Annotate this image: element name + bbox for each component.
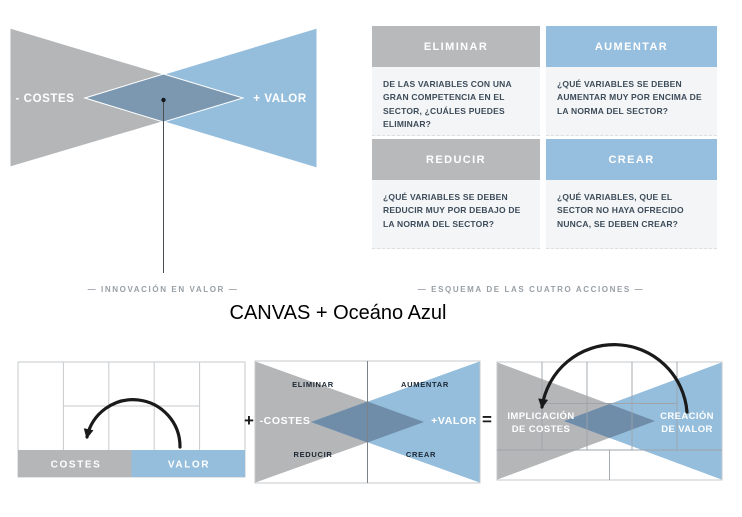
pointer-dot bbox=[161, 97, 166, 103]
costes-cell-label: COSTES bbox=[51, 460, 102, 471]
reducir-label: REDUCIR bbox=[293, 450, 332, 459]
four-actions-cell-reducir: REDUCIR ¿QUÉ VARIABLES SE DEBEN REDUCIR … bbox=[372, 139, 540, 249]
bowtie-cost-label: -COSTES bbox=[260, 415, 311, 427]
creacion-label-line1: CREACIÓN bbox=[660, 410, 714, 422]
valor-cell-label: VALOR bbox=[168, 460, 210, 471]
reducir-body: ¿QUÉ VARIABLES SE DEBEN REDUCIR MUY POR … bbox=[372, 180, 540, 249]
reducir-header: REDUCIR bbox=[372, 139, 540, 180]
valor-cell bbox=[131, 450, 245, 477]
implicacion-label-line1: IMPLICACIÓN bbox=[507, 410, 574, 422]
bowtie-value-label: +VALOR bbox=[431, 415, 477, 427]
curved-arrow-left bbox=[83, 398, 182, 449]
page-title: CANVAS + Oceáno Azul bbox=[229, 302, 447, 324]
eliminar-label: ELIMINAR bbox=[292, 380, 334, 389]
implicacion-label-line2: DE COSTES bbox=[512, 424, 571, 435]
eliminar-header: ELIMINAR bbox=[372, 26, 540, 67]
four-actions-caption: — ESQUEMA DE LAS CUATRO ACCIONES — bbox=[417, 285, 645, 294]
four-actions-cell-eliminar: ELIMINAR DE LAS VARIABLES CON UNA GRAN C… bbox=[372, 26, 540, 136]
crear-label: CREAR bbox=[406, 450, 436, 459]
eliminar-body: DE LAS VARIABLES CON UNA GRAN COMPETENCI… bbox=[372, 67, 540, 136]
creacion-label-line2: DE VALOR bbox=[661, 424, 713, 435]
canvas-diagram: COSTES VALOR bbox=[17, 361, 246, 478]
aumentar-label: AUMENTAR bbox=[401, 380, 449, 389]
bowtie-diagram: ELIMINAR AUMENTAR REDUCIR CREAR -COSTES … bbox=[254, 360, 481, 484]
crear-body: ¿QUÉ VARIABLES, QUE EL SECTOR NO HAYA OF… bbox=[546, 180, 717, 249]
result-diagram: IMPLICACIÓN DE COSTES CREACIÓN DE VALOR bbox=[496, 343, 723, 481]
formula-diagram: COSTES VALOR + ELIMINAR AUMENTAR REDUCIR… bbox=[17, 343, 723, 484]
value-innovation-caption: — INNOVACIÓN EN VALOR — bbox=[87, 285, 239, 294]
aumentar-body: ¿QUÉ VARIABLES SE DEBEN AUMENTAR MUY POR… bbox=[546, 67, 717, 136]
costes-cell bbox=[18, 450, 132, 477]
curved-arrow-right bbox=[538, 343, 689, 414]
four-actions-cell-aumentar: AUMENTAR ¿QUÉ VARIABLES SE DEBEN AUMENTA… bbox=[546, 26, 717, 136]
four-actions-cell-crear: CREAR ¿QUÉ VARIABLES, QUE EL SECTOR NO H… bbox=[546, 139, 717, 249]
value-innovation-diagram: - COSTES + VALOR bbox=[9, 27, 318, 273]
cost-label: - COSTES bbox=[15, 93, 74, 105]
crear-header: CREAR bbox=[546, 139, 717, 180]
value-label: + VALOR bbox=[253, 93, 307, 105]
equals-sign: = bbox=[482, 410, 492, 429]
aumentar-header: AUMENTAR bbox=[546, 26, 717, 67]
four-actions-panel: ELIMINAR DE LAS VARIABLES CON UNA GRAN C… bbox=[372, 26, 717, 249]
plus-sign: + bbox=[244, 411, 254, 430]
